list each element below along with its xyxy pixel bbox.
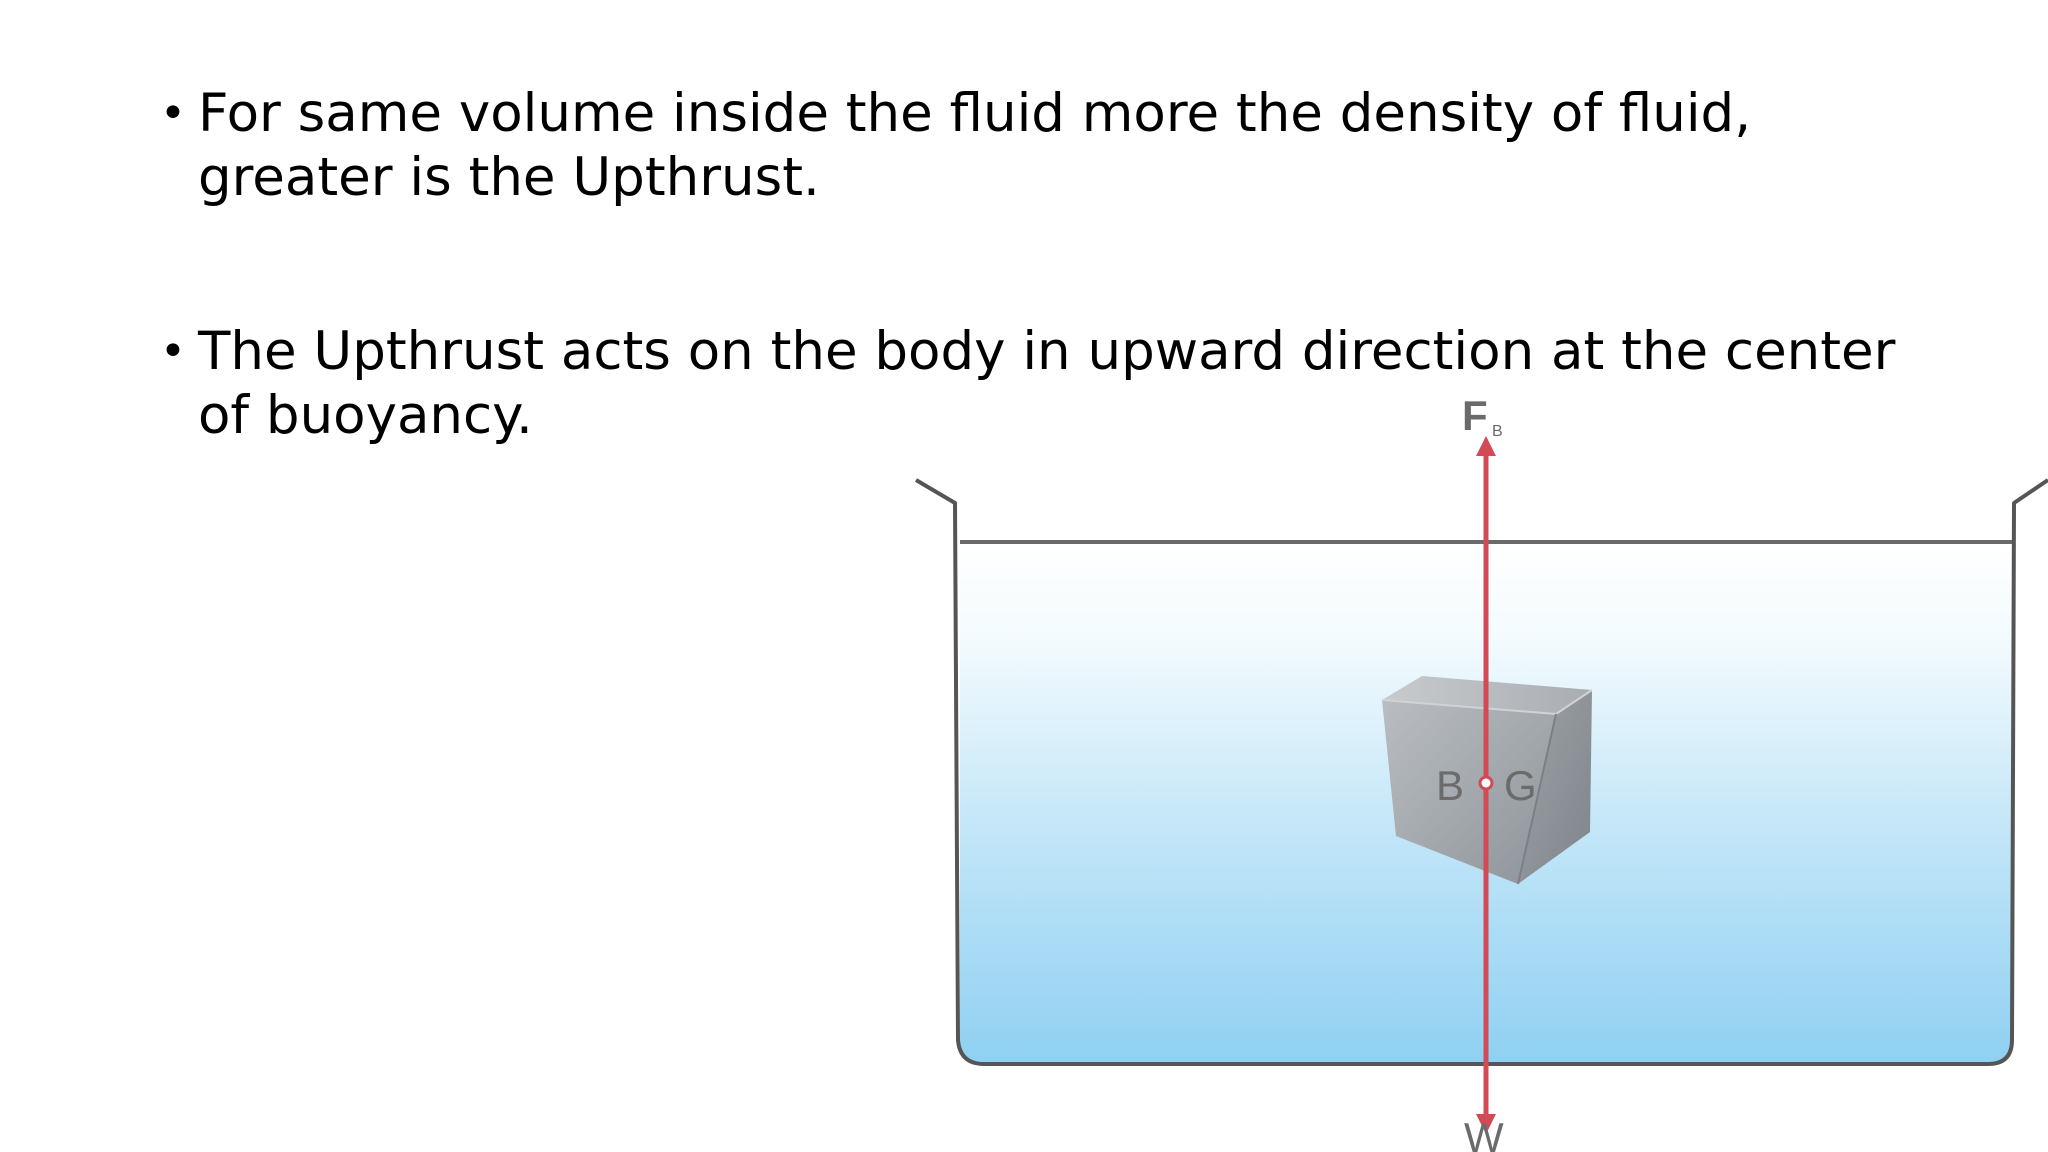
bullet-item-upthrust-direction: • The Upthrust acts on the body in upwar… xyxy=(160,320,1920,448)
center-point xyxy=(1478,775,1494,791)
bullet-text: The Upthrust acts on the body in upward … xyxy=(198,321,1896,446)
bullet-item-density: • For same volume inside the fluid more … xyxy=(160,82,1920,210)
label-force-up-subscript: B xyxy=(1492,423,1503,440)
label-force-up: F xyxy=(1462,392,1488,439)
bullet-text: For same volume inside the fluid more th… xyxy=(198,83,1752,208)
label-center-gravity: G xyxy=(1504,762,1537,809)
bullet-dot: • xyxy=(160,326,186,377)
label-center-buoyancy: B xyxy=(1436,762,1464,809)
label-force-down: W xyxy=(1464,1114,1504,1152)
bullet-dot: • xyxy=(160,88,186,139)
